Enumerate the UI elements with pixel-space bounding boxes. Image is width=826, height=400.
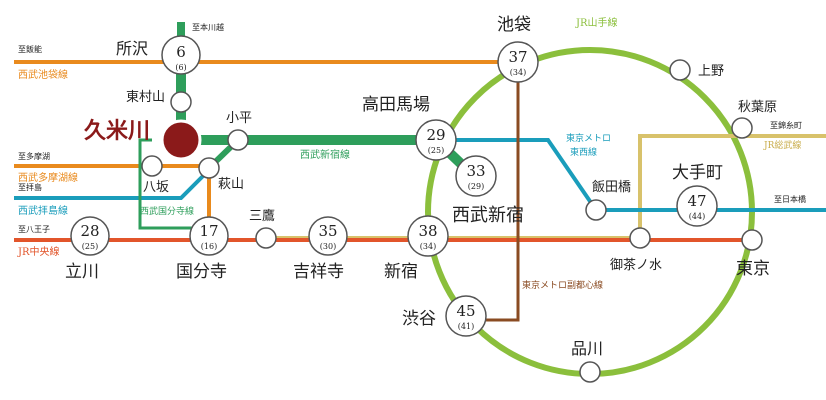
featured-station-label: 久米川 [84, 118, 150, 144]
station-tokorozawa[interactable]: 6 (6) [161, 35, 201, 75]
haijima-line [14, 168, 211, 200]
shibuya-sub: (41) [458, 322, 474, 331]
line-label-tozai-1: 東京メトロ [566, 132, 611, 144]
line-label-tozai-2: 東西線 [570, 146, 597, 158]
station-shibuya[interactable]: 45 (41) [445, 295, 487, 337]
line-label-sobu: JR総武線 [763, 139, 801, 151]
takadanobaba-time: 29 [426, 126, 445, 144]
otemachi-time: 47 [687, 192, 706, 210]
hagiyama-label: 萩山 [218, 177, 244, 192]
takadanobaba-label: 高田馬場 [362, 95, 430, 115]
tokorozawa-time: 6 [176, 43, 186, 61]
shinagawa-label: 品川 [571, 339, 603, 358]
dir-hanno: 至飯能 [18, 44, 42, 54]
otemachi-sub: (44) [689, 212, 705, 221]
kodaira-label: 小平 [226, 111, 252, 126]
line-label-haijima: 西武拝島線 [18, 204, 68, 217]
kurume-station-marker[interactable] [160, 119, 202, 161]
iidabashi-label: 飯田橋 [592, 180, 631, 195]
dir-hachioji: 至八王子 [18, 225, 50, 234]
ueno-label: 上野 [698, 64, 724, 79]
tachikawa-label: 立川 [65, 262, 99, 282]
line-label-tamako: 西武多摩湖線 [18, 171, 78, 184]
line-label-ikebukuro: 西武池袋線 [18, 68, 68, 81]
yasaka-label: 八坂 [143, 180, 169, 195]
station-tokyo[interactable] [741, 229, 763, 251]
dir-honkawagoe: 至本川越 [192, 22, 224, 32]
shinjuku-label: 新宿 [384, 262, 418, 282]
tachikawa-time: 28 [80, 222, 99, 240]
station-mitaka[interactable] [255, 227, 277, 249]
station-higashimurayama[interactable] [170, 91, 192, 113]
shinjuku-sub: (34) [420, 242, 436, 251]
line-label-fukutoshin: 東京メトロ副都心線 [522, 279, 603, 291]
takadanobaba-sub: (25) [428, 146, 444, 155]
station-ueno[interactable] [669, 59, 691, 81]
kokubunji-label: 国分寺 [176, 262, 227, 282]
seibushinjuku-time: 33 [466, 162, 485, 180]
kokubunji-time: 17 [199, 222, 218, 240]
station-takadanobaba[interactable]: 29 (25) [415, 119, 457, 161]
station-iidabashi[interactable] [585, 199, 607, 221]
kokubunji-line [138, 138, 209, 230]
station-seibushinjuku[interactable]: 33 (29) [455, 155, 497, 197]
kokubunji-sub: (16) [201, 242, 217, 251]
akihabara-label: 秋葉原 [738, 100, 777, 115]
ikebukuro-label: 池袋 [497, 15, 531, 35]
station-kokubunji[interactable]: 17 (16) [189, 216, 229, 256]
station-ikebukuro[interactable]: 37 (34) [497, 41, 539, 83]
dir-kinshicho: 至錦糸町 [770, 120, 802, 130]
line-label-chuo: JR中央線 [17, 245, 60, 258]
shinjuku-time: 38 [418, 222, 437, 240]
otemachi-label: 大手町 [672, 163, 723, 183]
station-ochanomizu[interactable] [629, 227, 651, 249]
kichijoji-time: 35 [318, 222, 337, 240]
station-yasaka[interactable] [141, 155, 163, 177]
station-tachikawa[interactable]: 28 (25) [70, 216, 110, 256]
dir-haijima: 至拝島 [18, 182, 42, 192]
shibuya-time: 45 [456, 302, 475, 320]
station-hagiyama[interactable] [198, 157, 220, 179]
shibuya-label: 渋谷 [402, 309, 436, 329]
tachikawa-sub: (25) [82, 242, 98, 251]
station-kichijoji[interactable]: 35 (30) [308, 216, 348, 256]
tokorozawa-label: 所沢 [116, 39, 148, 58]
kichijoji-sub: (30) [320, 242, 336, 251]
line-label-shinjuku: 西武新宿線 [300, 148, 350, 161]
tokyo-label: 東京 [736, 259, 770, 279]
mitaka-label: 三鷹 [249, 209, 275, 224]
seibushinjuku-label: 西武新宿 [452, 205, 524, 226]
station-kodaira[interactable] [227, 129, 249, 151]
dir-nihonbashi: 至日本橋 [774, 194, 806, 204]
station-akihabara[interactable] [731, 117, 753, 139]
station-shinagawa[interactable] [579, 361, 601, 383]
line-label-kokubunji: 西武国分寺線 [140, 205, 194, 217]
line-label-yamanote: JR山手線 [575, 16, 618, 29]
tamako-line [14, 164, 211, 238]
kichijoji-label: 吉祥寺 [293, 262, 344, 282]
ikebukuro-sub: (34) [510, 68, 526, 77]
tokorozawa-sub: (6) [175, 63, 186, 72]
seibushinjuku-sub: (29) [468, 182, 484, 191]
station-otemachi[interactable]: 47 (44) [676, 185, 718, 227]
ikebukuro-time: 37 [508, 48, 527, 66]
higashimurayama-label: 東村山 [126, 89, 165, 105]
station-shinjuku[interactable]: 38 (34) [407, 215, 449, 257]
ochanomizu-label: 御茶ノ水 [610, 257, 662, 273]
dir-tamako: 至多摩湖 [18, 151, 50, 161]
